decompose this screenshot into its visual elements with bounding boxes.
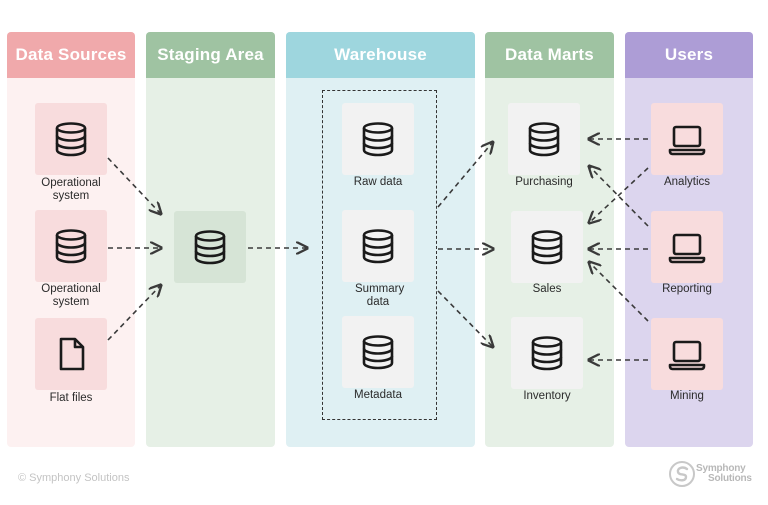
warehouse-label-metadata: Metadata bbox=[354, 389, 402, 401]
source-label-operational-system-2: Operational system bbox=[41, 283, 101, 308]
database-icon bbox=[525, 120, 563, 158]
mart-label-inventory: Inventory bbox=[523, 390, 571, 402]
file-icon bbox=[52, 335, 90, 373]
mart-label-sales: Sales bbox=[532, 283, 562, 295]
user-label-mining: Mining bbox=[670, 390, 704, 402]
staging-tile[interactable] bbox=[174, 211, 246, 283]
source-tile-flat-files[interactable] bbox=[35, 318, 107, 390]
warehouse-tile-summary-data[interactable] bbox=[342, 210, 414, 282]
database-icon bbox=[359, 120, 397, 158]
warehouse-label-summary-data: Summary data bbox=[355, 283, 405, 308]
column-header-staging-area: Staging Area bbox=[146, 32, 275, 78]
user-tile-analytics[interactable] bbox=[651, 103, 723, 175]
laptop-icon bbox=[668, 228, 706, 266]
user-label-analytics: Analytics bbox=[663, 176, 711, 188]
source-label-operational-system-1: Operational system bbox=[41, 177, 101, 202]
warehouse-tile-metadata[interactable] bbox=[342, 316, 414, 388]
laptop-icon bbox=[668, 120, 706, 158]
user-label-reporting: Reporting bbox=[662, 283, 712, 295]
logo-text-line1: Symphony bbox=[696, 463, 746, 474]
database-icon bbox=[52, 227, 90, 265]
laptop-icon bbox=[668, 335, 706, 373]
column-header-data-marts: Data Marts bbox=[485, 32, 614, 78]
column-header-data-sources: Data Sources bbox=[7, 32, 135, 78]
copyright-text: © Symphony Solutions bbox=[18, 472, 130, 484]
source-tile-operational-system-2[interactable] bbox=[35, 210, 107, 282]
warehouse-label-raw-data: Raw data bbox=[353, 176, 403, 188]
source-tile-operational-system-1[interactable] bbox=[35, 103, 107, 175]
user-tile-mining[interactable] bbox=[651, 318, 723, 390]
symphony-logo: Symphony Solutions bbox=[668, 460, 758, 490]
mart-label-purchasing: Purchasing bbox=[515, 176, 573, 188]
database-icon bbox=[359, 227, 397, 265]
warehouse-tile-raw-data[interactable] bbox=[342, 103, 414, 175]
column-header-users: Users bbox=[625, 32, 753, 78]
database-icon bbox=[528, 228, 566, 266]
column-header-warehouse: Warehouse bbox=[286, 32, 475, 78]
database-icon bbox=[52, 120, 90, 158]
database-icon bbox=[528, 334, 566, 372]
mart-tile-sales[interactable] bbox=[511, 211, 583, 283]
source-label-flat-files: Flat files bbox=[49, 392, 93, 404]
warehouse-group-border bbox=[322, 90, 437, 420]
user-tile-reporting[interactable] bbox=[651, 211, 723, 283]
mart-tile-purchasing[interactable] bbox=[508, 103, 580, 175]
symphony-logo-icon bbox=[669, 461, 695, 487]
database-icon bbox=[359, 333, 397, 371]
mart-tile-inventory[interactable] bbox=[511, 317, 583, 389]
logo-text-line2: Solutions bbox=[708, 473, 752, 484]
database-icon bbox=[191, 228, 229, 266]
